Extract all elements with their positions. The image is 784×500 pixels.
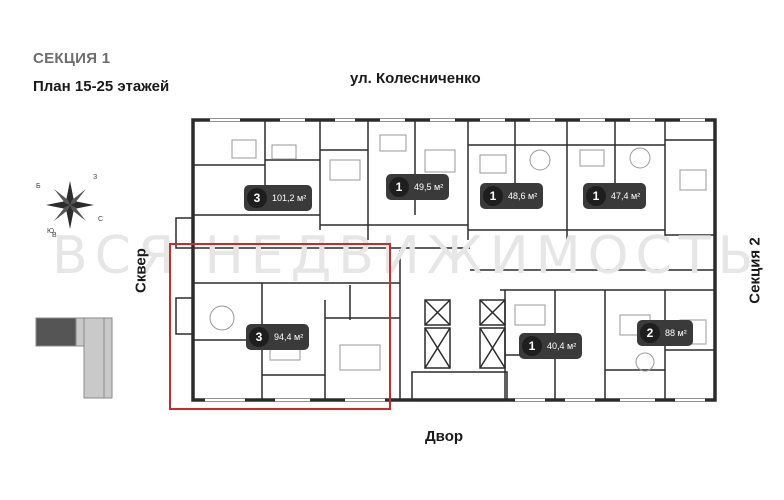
apartment-badge[interactable]: 1 47,4 м² xyxy=(583,183,647,209)
street-label: ул. Колесниченко xyxy=(350,70,481,87)
rooms-count: 1 xyxy=(389,177,409,197)
rooms-count: 3 xyxy=(249,327,269,347)
apartment-badge[interactable]: 1 48,6 м² xyxy=(480,183,544,209)
compass-icon xyxy=(46,181,94,229)
square-label: Сквер xyxy=(132,248,150,293)
apartment-badge[interactable]: 3 94,4 м² xyxy=(246,324,310,350)
selected-apartment-highlight[interactable] xyxy=(169,243,391,410)
neighbor-section-label: Секция 2 xyxy=(746,237,764,304)
apartment-area: 101,2 м² xyxy=(272,193,307,203)
apartment-area: 88 м² xyxy=(665,328,687,338)
apartment-area: 40,4 м² xyxy=(547,341,577,351)
apartment-badge[interactable]: 1 40,4 м² xyxy=(519,333,583,359)
rooms-count: 3 xyxy=(247,188,267,208)
compass-letter: В xyxy=(52,232,57,239)
rooms-count: 1 xyxy=(483,186,503,206)
plan-title: План 15-25 этажей xyxy=(33,78,170,95)
rooms-count: 2 xyxy=(640,323,660,343)
apartment-badge[interactable]: 2 88 м² xyxy=(637,320,693,346)
rooms-count: 1 xyxy=(586,186,606,206)
apartment-area: 47,4 м² xyxy=(611,191,641,201)
apartment-area: 94,4 м² xyxy=(274,332,304,342)
key-plan xyxy=(35,317,113,399)
rooms-count: 1 xyxy=(522,336,542,356)
apartment-area: 49,5 м² xyxy=(414,182,444,192)
compass-letter: Ю xyxy=(47,228,55,235)
windows xyxy=(205,118,705,402)
compass-letter: С xyxy=(98,216,104,223)
apartment-area: 48,6 м² xyxy=(508,191,538,201)
compass-letter: Б xyxy=(36,183,41,190)
yard-label: Двор xyxy=(425,428,464,445)
section-title: СЕКЦИЯ 1 xyxy=(33,50,111,67)
interior-walls xyxy=(175,120,715,401)
apartment-badge[interactable]: 3 101,2 м² xyxy=(244,185,313,211)
watermark: ВСЯ НЕДВИЖИМОСТЬ xyxy=(52,226,761,286)
apartment-badge[interactable]: 1 49,5 м² xyxy=(386,174,450,200)
compass-letter: З xyxy=(93,174,98,181)
